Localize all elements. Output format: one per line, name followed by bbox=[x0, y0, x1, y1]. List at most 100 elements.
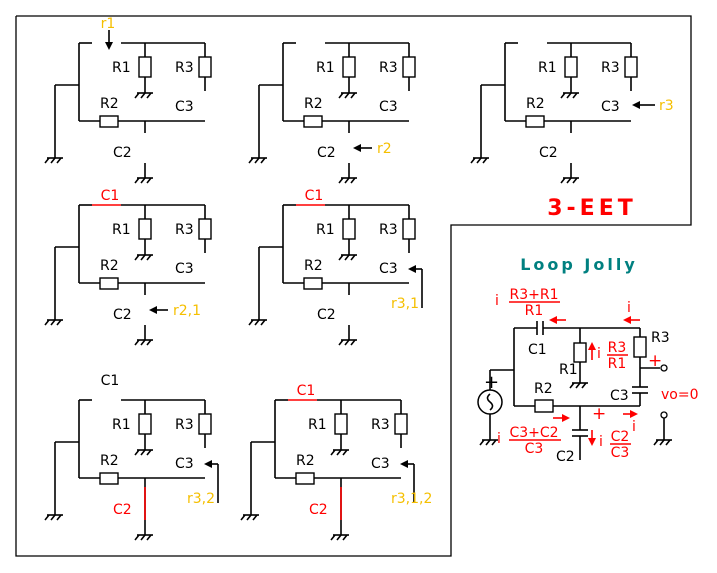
ground-hatch bbox=[140, 449, 146, 456]
ground-hatch bbox=[260, 157, 266, 164]
ground-hatch bbox=[572, 92, 578, 99]
label-c2: C2 bbox=[113, 145, 132, 161]
fraction-numerator: R3+R1 bbox=[510, 287, 559, 303]
label-c2: C2 bbox=[539, 145, 558, 161]
fraction-denominator: C3 bbox=[611, 445, 630, 461]
label-c1: C1 bbox=[305, 188, 324, 204]
ground-hatch bbox=[338, 177, 344, 184]
probe-label: r3,2 bbox=[187, 491, 215, 507]
resistor-r3 bbox=[402, 56, 416, 78]
ground-hatch bbox=[566, 177, 572, 184]
fraction-numerator: R3 bbox=[608, 340, 627, 356]
resistor-r2 bbox=[303, 115, 323, 128]
ground-hatch bbox=[254, 157, 260, 164]
label-c2: C2 bbox=[317, 145, 336, 161]
ground-hatch bbox=[569, 382, 575, 389]
ground-hatch bbox=[50, 319, 56, 326]
label-r2: R2 bbox=[304, 258, 323, 274]
probe-label: r3 bbox=[659, 98, 674, 114]
probe-label: r2 bbox=[377, 141, 392, 157]
ground-hatch bbox=[44, 319, 50, 326]
ground-hatch bbox=[140, 177, 146, 184]
label-r3: R3 bbox=[371, 417, 390, 433]
label-r2: R2 bbox=[304, 96, 323, 112]
arrow-icon bbox=[400, 460, 408, 468]
ground-hatch bbox=[44, 157, 50, 164]
ground-hatch bbox=[476, 157, 482, 164]
ground-hatch bbox=[140, 339, 146, 346]
ground-hatch bbox=[146, 534, 152, 541]
label-c3: C3 bbox=[379, 261, 398, 277]
label-c2: C2 bbox=[556, 449, 575, 465]
label-c2: C2 bbox=[113, 502, 132, 518]
resistor-r1 bbox=[573, 342, 587, 363]
ground-hatch bbox=[134, 339, 140, 346]
ground-hatch bbox=[146, 339, 152, 346]
ground-hatch bbox=[44, 514, 50, 521]
ground-hatch bbox=[338, 254, 344, 261]
plus-sign: + bbox=[592, 404, 606, 424]
resistor-r3 bbox=[402, 218, 416, 240]
resistor-r2 bbox=[99, 472, 119, 485]
ground-hatch bbox=[350, 177, 356, 184]
ground-hatch bbox=[342, 449, 348, 456]
label-r1: R1 bbox=[559, 362, 578, 378]
ground-hatch bbox=[566, 92, 572, 99]
ground-hatch bbox=[134, 177, 140, 184]
ground-hatch bbox=[56, 157, 62, 164]
resistor-r1 bbox=[564, 56, 578, 78]
label-r2: R2 bbox=[534, 381, 553, 397]
label-r1: R1 bbox=[316, 60, 335, 76]
resistor-r1 bbox=[334, 413, 348, 435]
arrow-icon bbox=[630, 410, 638, 418]
label-r2: R2 bbox=[296, 453, 315, 469]
label-r2: R2 bbox=[100, 96, 119, 112]
ground-hatch bbox=[248, 157, 254, 164]
label-r2: R2 bbox=[100, 258, 119, 274]
fraction-numerator: C3+C2 bbox=[509, 425, 558, 441]
ground-hatch bbox=[470, 157, 476, 164]
label-r3: R3 bbox=[175, 417, 194, 433]
arrow-icon bbox=[149, 306, 157, 314]
ground-hatch bbox=[482, 157, 488, 164]
resistor-r2 bbox=[99, 277, 119, 290]
resistor-r1 bbox=[138, 413, 152, 435]
resistor-r2 bbox=[99, 115, 119, 128]
fraction-denominator: C3 bbox=[525, 441, 544, 457]
label-r1: R1 bbox=[316, 222, 335, 238]
arrow-icon bbox=[588, 342, 596, 350]
label-r3: R3 bbox=[601, 60, 620, 76]
probe-label: r2,1 bbox=[173, 303, 201, 319]
label-c3: C3 bbox=[175, 456, 194, 472]
ground-hatch bbox=[140, 254, 146, 261]
arrow-icon bbox=[549, 316, 557, 324]
arrow-icon bbox=[632, 101, 640, 109]
ground-hatch bbox=[581, 382, 587, 389]
frame-border bbox=[15, 15, 692, 557]
label-c3: C3 bbox=[371, 456, 390, 472]
ground-hatch bbox=[146, 254, 152, 261]
ground-hatch bbox=[56, 319, 62, 326]
ground-hatch bbox=[146, 177, 152, 184]
ground-hatch bbox=[575, 382, 581, 389]
ground-hatch bbox=[342, 534, 348, 541]
ground-hatch bbox=[560, 177, 566, 184]
label-r1: R1 bbox=[112, 417, 131, 433]
arrow-icon bbox=[204, 460, 212, 468]
resistor-r3 bbox=[633, 336, 647, 358]
ground-hatch bbox=[659, 439, 665, 446]
label-c2: C2 bbox=[317, 307, 336, 323]
ground-hatch bbox=[350, 339, 356, 346]
ground-hatch bbox=[50, 514, 56, 521]
resistor-r2 bbox=[303, 277, 323, 290]
fraction-numerator: C2 bbox=[611, 429, 630, 445]
